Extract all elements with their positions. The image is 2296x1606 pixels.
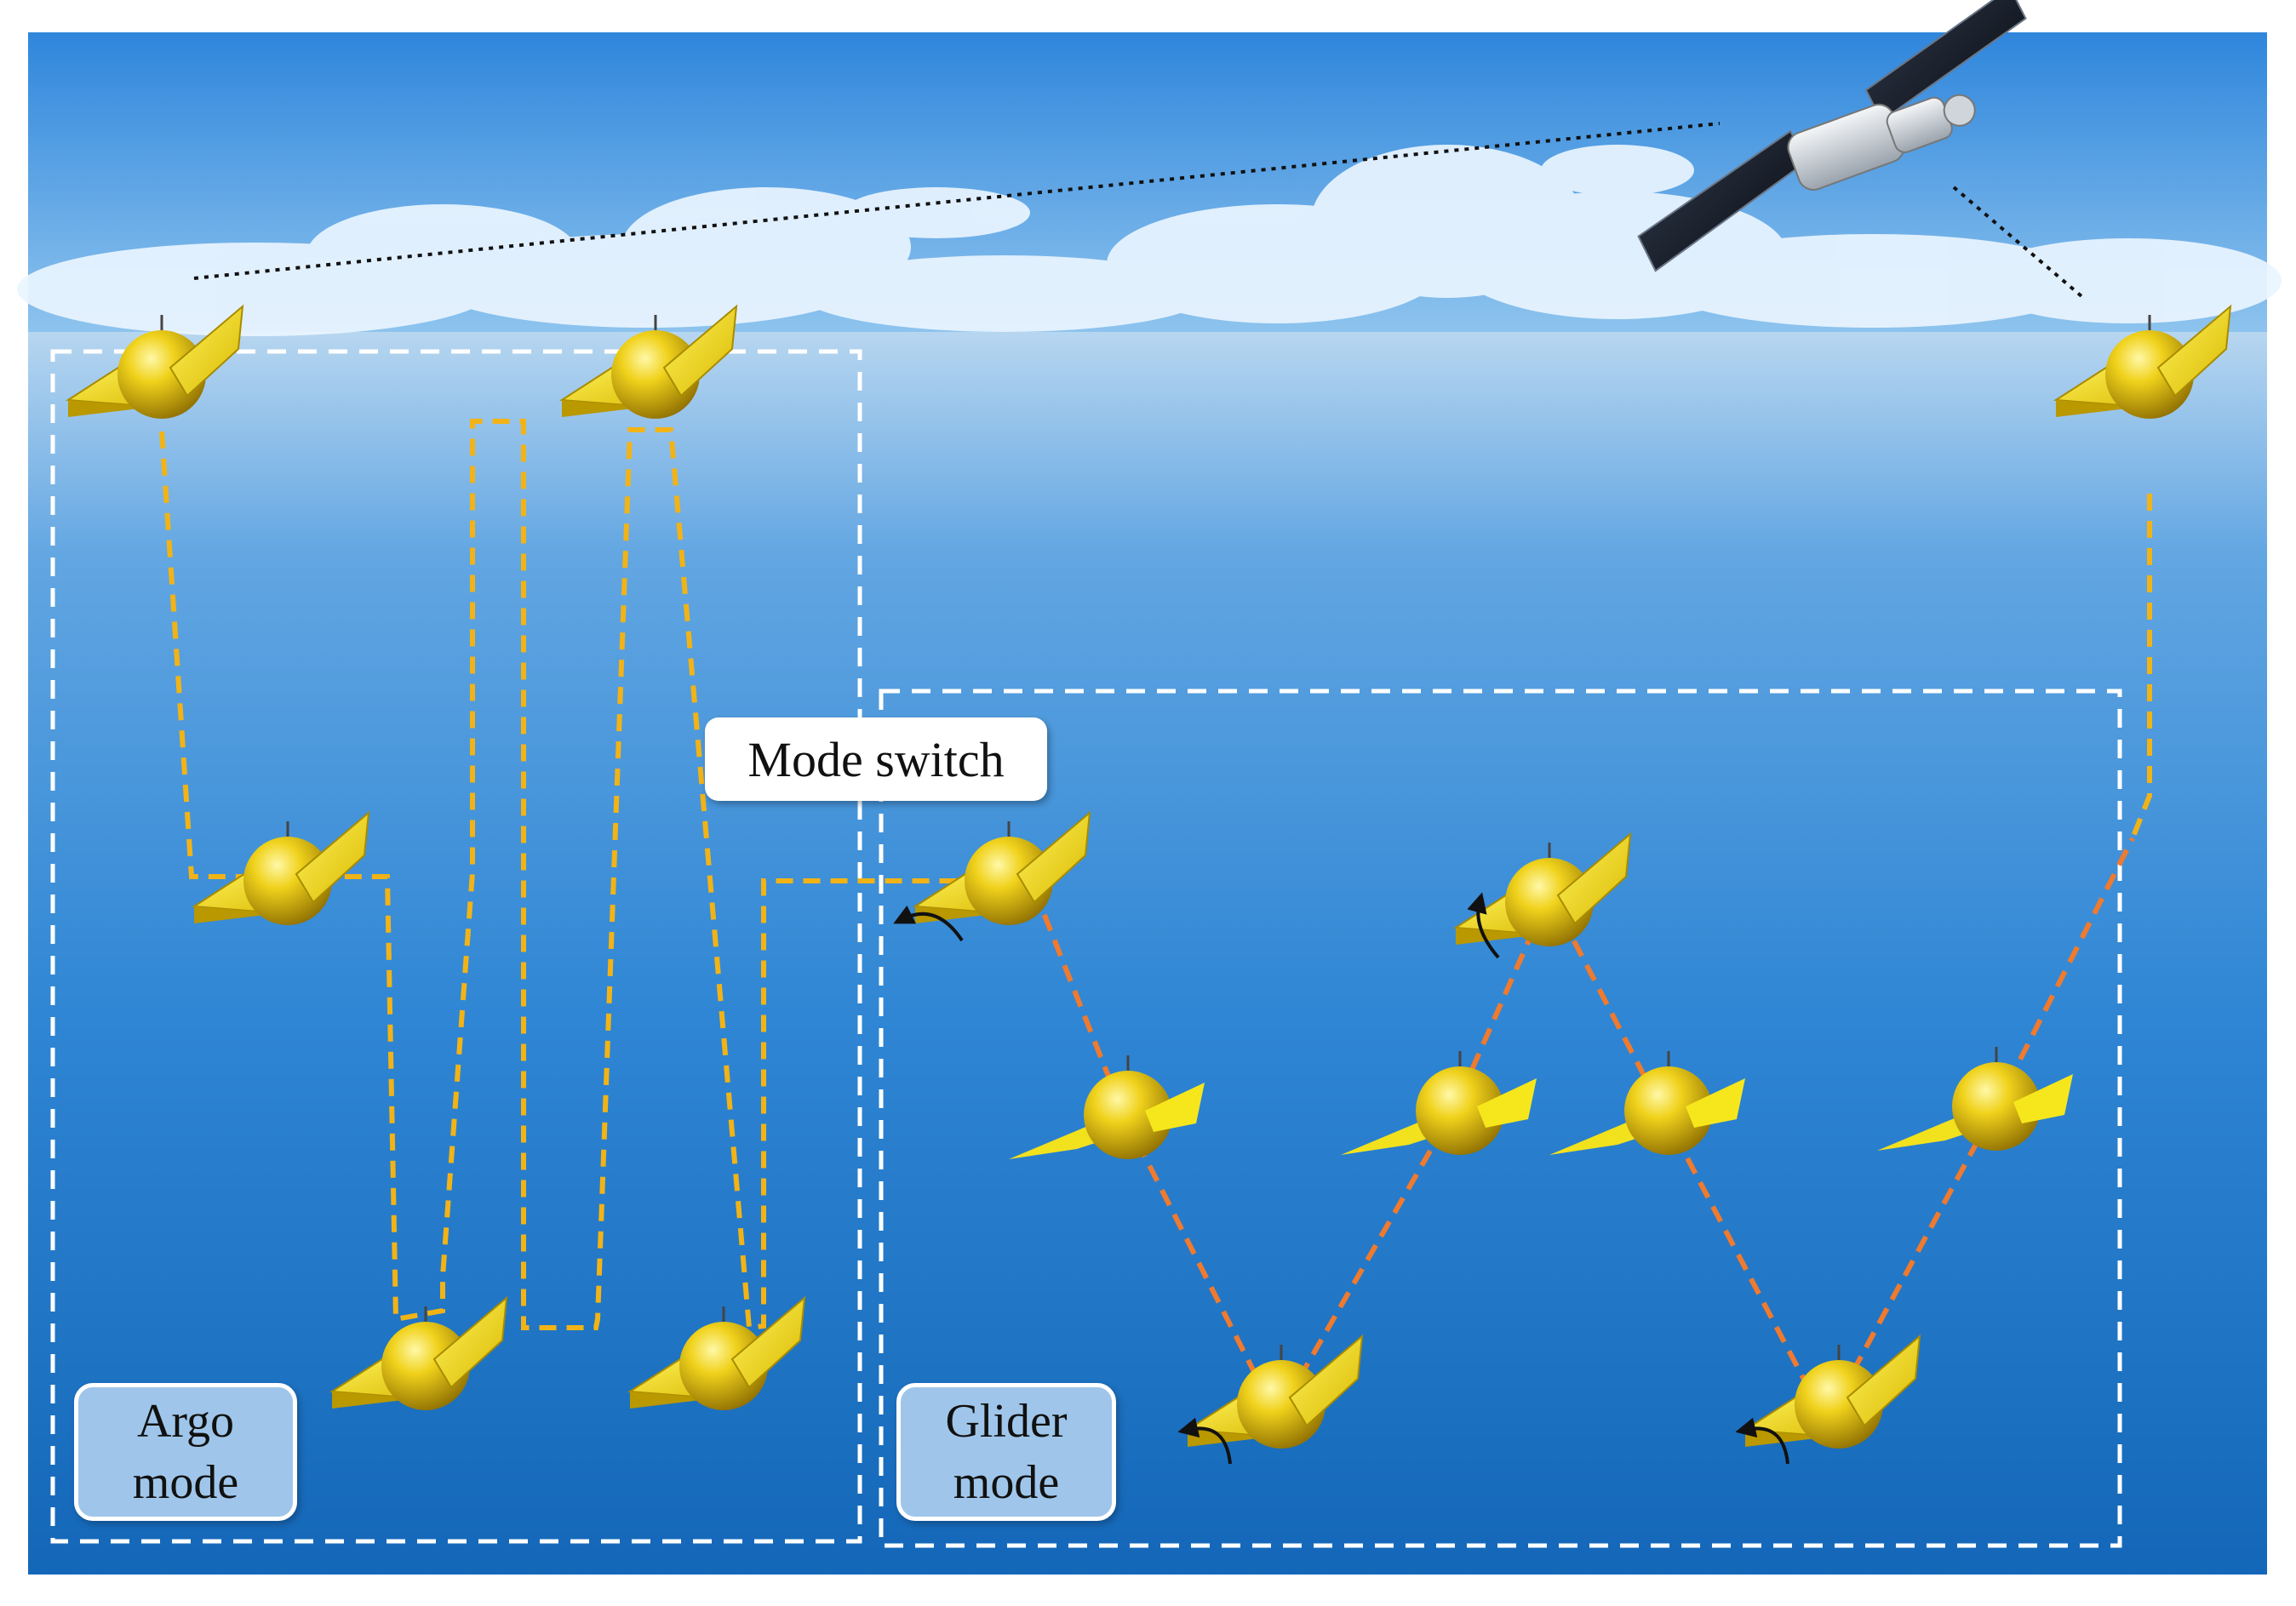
clouds — [17, 145, 2282, 336]
argo-mode-region — [50, 349, 862, 1544]
glider-mode-region — [879, 689, 2122, 1548]
glider-mode-label: Glider mode — [896, 1383, 1116, 1521]
mode-switch-text: Mode switch — [747, 731, 1005, 787]
glider-mode-line-2: mode — [953, 1456, 1060, 1509]
satellite-link — [1952, 186, 2083, 298]
rotation-arrow-icon — [1467, 892, 1500, 959]
rotation-arrow-icon — [1177, 1417, 1232, 1465]
rotation-arrow-icon — [893, 905, 964, 942]
argo-trajectory — [159, 419, 971, 1331]
satellite-icon — [1637, 0, 2027, 272]
argo-mode-label: Argo mode — [74, 1383, 297, 1521]
argo-trajectory — [2130, 494, 2152, 840]
satellite-link — [193, 122, 1721, 280]
glider-mode-line-1: Glider — [945, 1395, 1068, 1448]
mode-switch-label: Mode switch — [705, 717, 1047, 801]
rotation-arrow-icon — [1735, 1417, 1789, 1465]
argo-mode-line-2: mode — [132, 1456, 239, 1509]
argo-mode-line-1: Argo — [136, 1395, 235, 1448]
